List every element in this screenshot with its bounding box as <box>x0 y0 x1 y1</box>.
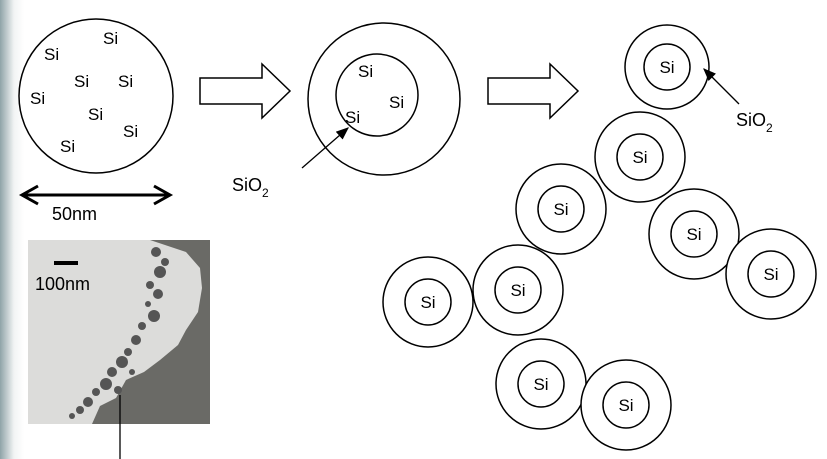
si-label: Si <box>44 45 59 64</box>
process-arrow-1 <box>199 62 292 120</box>
si-core <box>747 250 795 298</box>
si-label: Si <box>118 72 133 91</box>
core-shell-particle: Si <box>495 338 587 430</box>
si-core <box>670 210 718 258</box>
core-shell-particle: Si <box>594 111 686 203</box>
si-label: Si <box>103 29 118 48</box>
si-core <box>602 381 650 429</box>
sio2-pointer <box>703 68 740 105</box>
sio2-pointer <box>301 127 349 169</box>
si-label: Si <box>389 93 404 112</box>
core-shell-particle: Si <box>382 256 474 348</box>
si-core <box>517 360 565 408</box>
core-shell-particle: Si <box>725 228 817 320</box>
si-label: Si <box>763 265 778 284</box>
si-core <box>643 43 691 91</box>
sio2-label: SiO2 <box>736 110 773 135</box>
si-label: Si <box>123 122 138 141</box>
si-label: Si <box>533 375 548 394</box>
si-label: Si <box>60 137 75 156</box>
si-label: Si <box>420 293 435 312</box>
scale-label-100nm: 100nm <box>35 274 90 294</box>
cluster-outline <box>18 18 174 174</box>
si-label: Si <box>358 62 373 81</box>
si-label: Si <box>553 200 568 219</box>
si-core <box>404 278 452 326</box>
scale-label-50nm: 50nm <box>52 204 97 224</box>
si-label: Si <box>74 72 89 91</box>
si-label: Si <box>88 105 103 124</box>
si-label: Si <box>345 108 360 127</box>
core-shell-particle: Si <box>624 24 710 110</box>
core-shell-particle: Si <box>648 188 740 280</box>
core-shell-particle: Si Si Si <box>307 22 461 176</box>
silicon-cluster-particle: Si Si Si Si Si Si Si Si <box>18 18 174 174</box>
micrograph-substrate <box>92 240 210 424</box>
si-core <box>616 133 664 181</box>
si-label: Si <box>30 89 45 108</box>
sio2-label: SiO2 <box>232 175 269 200</box>
si-core <box>494 266 542 314</box>
process-arrow-2 <box>487 62 580 120</box>
si-core <box>537 185 585 233</box>
scale-bar-50nm: 50nm <box>18 184 174 224</box>
si-core <box>335 53 419 137</box>
tem-micrograph: 100nm <box>28 240 210 459</box>
si-label: Si <box>510 281 525 300</box>
core-shell-particle: Si <box>580 359 672 451</box>
si-label: Si <box>686 225 701 244</box>
si-label: Si <box>632 148 647 167</box>
si-label: Si <box>659 58 674 77</box>
si-label: Si <box>618 396 633 415</box>
micrograph-particles <box>69 247 169 419</box>
core-shell-particle: Si <box>472 244 564 336</box>
core-shell-particle: Si <box>515 163 607 255</box>
